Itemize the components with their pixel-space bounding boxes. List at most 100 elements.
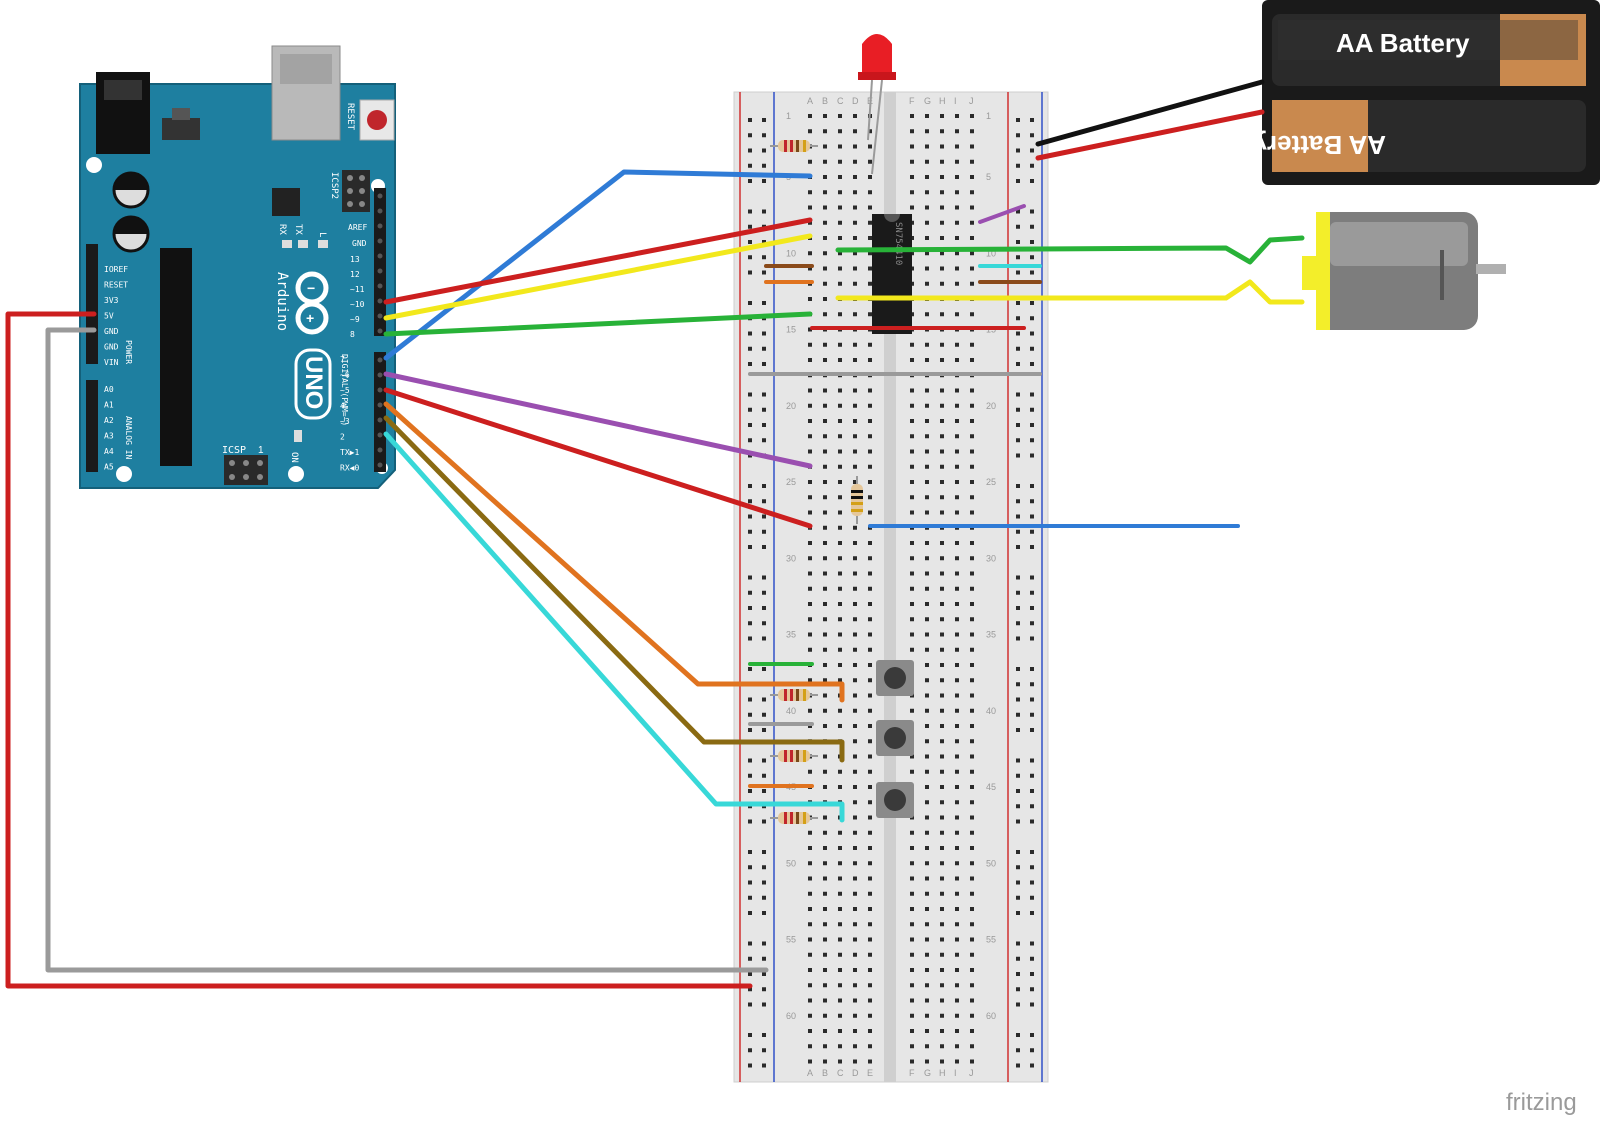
breadboard-center-channel: [884, 92, 896, 1082]
push-button[interactable]: [876, 660, 914, 696]
analog-label: ANALOG IN: [124, 416, 133, 460]
breadboard-row-number: 5: [986, 172, 991, 182]
breadboard-column-label: D: [852, 1068, 859, 1078]
breadboard-row-number: 35: [786, 630, 796, 640]
aref-label: AREF: [348, 223, 367, 232]
power-pin-label: VIN: [104, 358, 119, 367]
tx-label: TX: [293, 224, 303, 235]
digital-pin-label: ~10: [350, 300, 365, 309]
wire-gnd-gray: [45, 327, 769, 973]
digital-pin-label: ~9: [350, 315, 360, 324]
analog-pin-label: A4: [104, 447, 114, 456]
wire-battery-black: [1035, 79, 1265, 147]
breadboard-column-label: E: [867, 1068, 873, 1078]
breadboard-column-label: B: [822, 96, 828, 106]
wire-green-pin8: [383, 311, 813, 337]
digital-pin-label: ~5: [340, 386, 350, 395]
resistor: [770, 689, 818, 701]
wire-blue-pin7: [383, 169, 813, 361]
breadboard-column-label: F: [909, 1068, 915, 1078]
red-led: [858, 34, 896, 175]
push-button[interactable]: [876, 720, 914, 756]
resistor: [851, 476, 863, 524]
power-pin-label: GND: [104, 327, 119, 336]
power-pin-label: GND: [104, 343, 119, 352]
svg-text:+: +: [306, 310, 314, 326]
breadboard-row-number: 30: [986, 553, 996, 563]
resistor: [770, 812, 818, 824]
breadboard-column-label: C: [837, 96, 844, 106]
arduino-brand: Arduino: [274, 272, 290, 331]
svg-text:1: 1: [258, 445, 264, 456]
motor-driver-ic: SN754410: [872, 214, 912, 334]
digital-pin-label: ~11: [350, 285, 365, 294]
icsp2-label: ICSP2: [329, 172, 339, 199]
power-label: POWER: [124, 340, 133, 364]
battery-top-label: AA Battery: [1336, 28, 1470, 58]
svg-text:−: −: [307, 280, 315, 296]
wire-motor-green: [835, 235, 1305, 265]
wire-yellow-pin9: [383, 233, 813, 321]
analog-pin-label: A0: [104, 385, 114, 394]
breadboard-row-number: 45: [986, 782, 996, 792]
breadboard-row-number: 40: [786, 706, 796, 716]
jumper-purple: [978, 204, 1026, 224]
breadboard-column-label: A: [807, 1068, 813, 1078]
icsp-header: [224, 455, 268, 485]
breadboard-row-number: 25: [986, 477, 996, 487]
ic-label: SN754410: [893, 222, 903, 265]
wire-purple-pin6: [383, 371, 813, 469]
push-button[interactable]: [876, 782, 914, 818]
breadboard-column-label: H: [939, 96, 946, 106]
breadboard-column-label: J: [969, 96, 974, 106]
resistor: [770, 140, 818, 152]
breadboard-column-label: H: [939, 1068, 946, 1078]
breadboard-row-number: 25: [786, 477, 796, 487]
breadboard-row-number: 20: [786, 401, 796, 411]
digital-pin-label: 12: [350, 270, 360, 279]
digital-pin-label: RX◀0: [340, 464, 359, 473]
breadboard-row-number: 30: [786, 553, 796, 563]
l-label: L: [317, 232, 327, 237]
gnd-label: GND: [352, 239, 367, 248]
breadboard-column-label: F: [909, 96, 915, 106]
breadboard-column-label: I: [954, 1068, 957, 1078]
breadboard-row-number: 20: [986, 401, 996, 411]
digital-pin-label: TX▶1: [340, 448, 359, 457]
dc-motor: [1302, 212, 1506, 330]
breadboard-column-label: G: [924, 1068, 931, 1078]
wire-red-pin5: [383, 387, 813, 529]
power-pin-label: RESET: [104, 281, 128, 290]
power-pin-label: 5V: [104, 312, 114, 321]
uno-label: UNO: [300, 356, 327, 409]
breadboard-column-label: I: [954, 96, 957, 106]
digital-pin-label: ~6: [340, 371, 350, 380]
wire-5v-red: [5, 311, 753, 989]
breadboard-row-number: 15: [786, 325, 796, 335]
wire-olive-pin3: [383, 415, 845, 763]
on-label: ON: [289, 452, 299, 463]
digital-label: DIGITAL (PWM=~): [340, 354, 349, 426]
battery-bottom-label: AA Battery: [1252, 130, 1386, 160]
analog-pin-label: A1: [104, 401, 114, 410]
analog-pin-label: A2: [104, 416, 114, 425]
breadboard-row-number: 50: [986, 858, 996, 868]
digital-pin-label: 13: [350, 255, 360, 264]
breadboard-column-label: G: [924, 96, 931, 106]
analog-pin-label: A3: [104, 432, 114, 441]
breadboard-row-number: 60: [986, 1011, 996, 1021]
breadboard-column-label: D: [852, 96, 859, 106]
wire-cyan-pin2: [383, 431, 845, 823]
breadboard-column-label: C: [837, 1068, 844, 1078]
rx-label: RX: [277, 224, 287, 235]
wire-battery-red: [1035, 109, 1265, 161]
reset-label: RESET: [345, 103, 355, 131]
breadboard-row-number: 55: [786, 935, 796, 945]
uno-logo: UNO: [294, 348, 332, 420]
battery-pack: AA Battery AA Battery: [1252, 0, 1600, 185]
breadboard-column-label: B: [822, 1068, 828, 1078]
breadboard-row-number: 55: [986, 935, 996, 945]
